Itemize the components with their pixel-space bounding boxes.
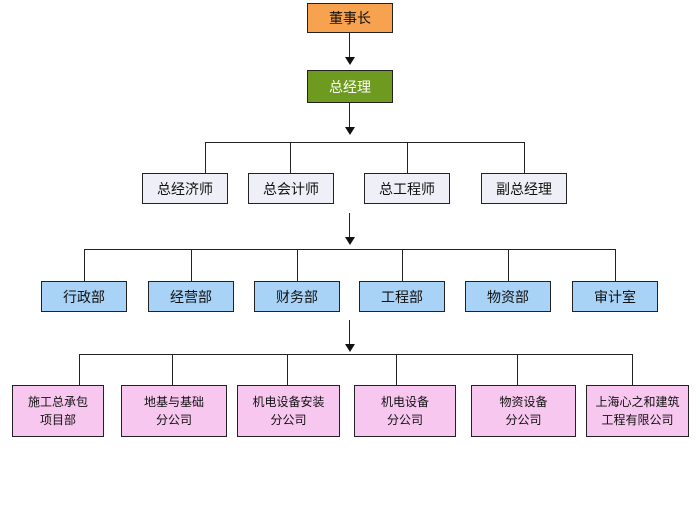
connector: [349, 103, 350, 127]
connector: [79, 354, 632, 355]
connector: [84, 249, 85, 281]
department-label: 经营部: [170, 289, 212, 306]
arrow-icon: [345, 237, 355, 245]
connector: [205, 142, 525, 143]
department-box: 经营部: [148, 281, 234, 312]
subsidiary-box: 物资设备 分公司: [471, 385, 576, 437]
subsidiary-label: 机电设备安装 分公司: [252, 395, 325, 427]
connector: [84, 249, 616, 250]
general-manager-box: 总经理: [307, 70, 393, 103]
subsidiary-box: 机电设备 分公司: [354, 385, 456, 437]
executive-label: 总经济师: [157, 181, 213, 198]
connector: [407, 142, 408, 173]
department-box: 工程部: [359, 281, 445, 312]
connector: [396, 354, 397, 385]
subsidiary-label: 施工总承包 项目部: [27, 395, 88, 427]
department-label: 物资部: [487, 289, 529, 306]
department-box: 审计室: [572, 281, 658, 312]
connector: [172, 354, 173, 385]
subsidiary-box: 机电设备安装 分公司: [237, 385, 340, 437]
arrow-icon: [345, 127, 355, 135]
executive-label: 总会计师: [263, 181, 319, 198]
executive-box: 总经济师: [142, 173, 228, 204]
connector: [349, 33, 350, 57]
connector: [205, 142, 206, 173]
department-label: 审计室: [594, 289, 636, 306]
connector: [297, 249, 298, 281]
subsidiary-box: 地基与基础 分公司: [121, 385, 227, 437]
connector: [508, 249, 509, 281]
arrow-icon: [345, 57, 355, 65]
executive-label: 副总经理: [496, 181, 552, 198]
connector: [287, 354, 288, 385]
subsidiary-label: 地基与基础 分公司: [143, 395, 204, 427]
connector: [79, 354, 80, 385]
connector: [290, 142, 291, 173]
connector: [524, 142, 525, 173]
subsidiary-label: 上海心之和建筑 工程有限公司: [595, 395, 680, 427]
subsidiary-label: 机电设备 分公司: [380, 395, 429, 427]
connector: [191, 249, 192, 281]
subsidiary-label: 物资设备 分公司: [499, 395, 548, 427]
connector: [349, 320, 350, 344]
connector: [517, 354, 518, 385]
department-label: 工程部: [381, 289, 423, 306]
connector: [402, 249, 403, 281]
executive-box: 总工程师: [364, 173, 450, 204]
executive-box: 副总经理: [481, 173, 567, 204]
connector: [349, 213, 350, 237]
department-box: 财务部: [254, 281, 340, 312]
arrow-icon: [345, 344, 355, 352]
executive-box: 总会计师: [248, 173, 334, 204]
connector: [632, 354, 633, 385]
subsidiary-box: 施工总承包 项目部: [12, 385, 104, 437]
department-box: 物资部: [465, 281, 551, 312]
chairman-label: 董事长: [329, 11, 371, 27]
subsidiary-box: 上海心之和建筑 工程有限公司: [586, 385, 689, 437]
department-label: 行政部: [63, 289, 105, 306]
department-box: 行政部: [41, 281, 127, 312]
connector: [615, 249, 616, 281]
chairman-box: 董事长: [307, 3, 393, 33]
general-manager-label: 总经理: [329, 79, 371, 96]
department-label: 财务部: [276, 289, 318, 306]
executive-label: 总工程师: [379, 181, 435, 198]
